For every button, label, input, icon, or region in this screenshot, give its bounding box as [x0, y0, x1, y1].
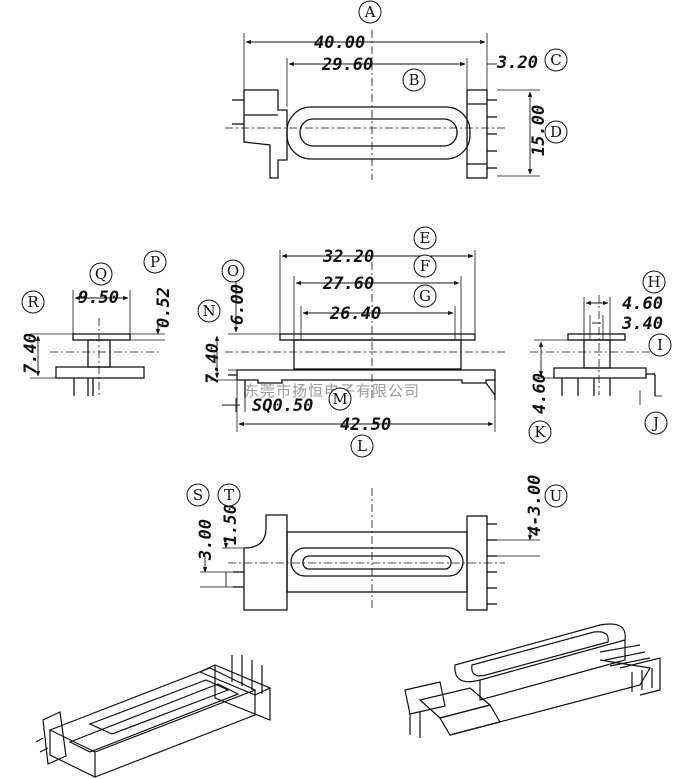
callout-circle-q	[89, 262, 113, 286]
top-height-dim: 15.00	[529, 105, 549, 156]
callout-circle-j	[644, 411, 668, 435]
isometric-view-left	[35, 655, 272, 778]
callout-circle-a	[358, 0, 382, 24]
bottom-pitch-b-dim: 1.50	[221, 504, 241, 545]
callout-letter-r: R	[27, 293, 39, 311]
company-watermark: 东莞市扬恒电子有限公司	[244, 382, 420, 400]
callout-letter-m: M	[332, 390, 347, 408]
right-inner-dim: 3.40	[621, 314, 663, 334]
callout-circle-l	[350, 434, 374, 458]
right-pin-height-dim: 4.60	[530, 373, 550, 414]
front-height-dim: 7.40	[203, 343, 223, 384]
top-pin-offset-dim: 3.20	[496, 53, 538, 73]
callout-circle-g	[413, 284, 437, 308]
callout-letter-k: K	[534, 423, 546, 441]
callout-letter-l: L	[357, 437, 367, 455]
callout-circle-b	[402, 68, 426, 92]
left-width-dim: 9.50	[78, 288, 119, 308]
front-core-dim: 26.40	[329, 304, 381, 324]
isometric-view-right	[404, 623, 661, 738]
callout-circle-s	[186, 483, 210, 507]
right-side-view	[530, 295, 665, 405]
callout-circle-f	[413, 254, 437, 278]
callout-letter-c: C	[550, 51, 561, 69]
front-flange-height-dim: 6.00	[228, 284, 248, 325]
front-flange-outer-dim: 32.20	[322, 247, 374, 267]
callout-circle-i	[648, 333, 672, 357]
callout-letter-g: G	[419, 287, 431, 305]
callout-letter-u: U	[550, 487, 563, 505]
callout-circle-h	[642, 270, 666, 294]
callout-letter-t: T	[224, 486, 234, 504]
callout-letter-o: O	[227, 262, 239, 280]
callout-letter-j: J	[651, 414, 659, 432]
callout-letter-e: E	[420, 229, 431, 247]
left-flange-thickness-dim: 0.52	[154, 287, 174, 328]
callout-circle-n	[197, 299, 221, 323]
callout-circle-o	[221, 259, 245, 283]
left-side-view	[30, 290, 165, 396]
front-pin-square-dim: SQ0.50	[252, 396, 313, 416]
callout-circle-k	[528, 420, 552, 444]
left-height-dim: 7.40	[21, 333, 41, 374]
top-body-width-dim: 29.60	[321, 55, 373, 75]
top-overall-width-dim: 40.00	[314, 33, 365, 53]
front-total-length-dim: 42.50	[340, 415, 391, 435]
callout-letter-f: F	[420, 257, 430, 275]
callout-circle-e	[413, 226, 437, 250]
callout-circle-r	[21, 290, 45, 314]
right-outer-dim: 4.60	[622, 294, 663, 314]
callout-letter-a: A	[364, 3, 376, 21]
callout-circle-d	[544, 120, 568, 144]
callout-letter-n: N	[202, 302, 215, 320]
bottom-pitch-c-dim: 4-3.00	[525, 475, 545, 536]
callout-letter-p: P	[150, 253, 160, 271]
callout-circle-t	[217, 483, 241, 507]
callout-letter-d: D	[550, 123, 562, 141]
bottom-pitch-a-dim: 3.00	[196, 519, 216, 561]
callout-circle-c	[544, 48, 568, 72]
callout-letter-q: Q	[95, 265, 107, 283]
callout-letter-s: S	[193, 486, 203, 504]
front-view	[210, 250, 505, 432]
callout-letter-b: B	[408, 71, 419, 89]
callout-circle-p	[143, 250, 167, 274]
circle-labels: A B C D EFG H I J K L M N O P Q R S T U	[21, 0, 672, 508]
callout-circle-u	[544, 484, 568, 508]
top-view	[225, 30, 540, 180]
callout-letter-h: H	[647, 273, 660, 291]
callout-letter-i: I	[657, 336, 663, 354]
front-flange-inner-dim: 27.60	[322, 274, 374, 294]
bottom-view	[200, 488, 540, 611]
callout-circle-m	[328, 387, 352, 411]
